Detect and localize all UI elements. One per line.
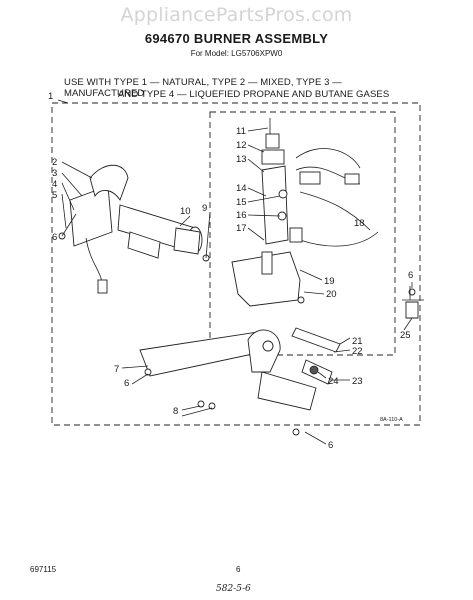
- callout-24: 24: [328, 376, 339, 387]
- subassembly-boundary: [209, 111, 396, 356]
- page-title: 694670 BURNER ASSEMBLY: [144, 31, 329, 46]
- gas-type-note-line-2: AND TYPE 4 — LIQUEFIED PROPANE AND BUTAN…: [118, 89, 390, 100]
- gas-type-note-line-1: USE WITH TYPE 1 — NATURAL, TYPE 2 — MIXE…: [64, 77, 342, 99]
- callout-16: 16: [236, 210, 247, 221]
- igniter-wire-part: [85, 237, 108, 294]
- callout-10: 10: [180, 206, 191, 217]
- callout-1: 1: [48, 91, 53, 102]
- callout-13: 13: [236, 154, 247, 165]
- mounting-bracket-part: [139, 329, 317, 411]
- callout-4: 4: [52, 179, 57, 190]
- callout-12: 12: [236, 140, 247, 151]
- callout-17: 17: [236, 223, 247, 234]
- callout-6-bottom: 6: [328, 440, 333, 451]
- callout-15: 15: [236, 197, 247, 208]
- callout-14: 14: [236, 183, 247, 194]
- callout-19: 19: [324, 276, 335, 287]
- callout-18: 18: [354, 218, 365, 229]
- model-number: For Model: LG5706XPW0: [190, 49, 283, 58]
- callout-3: 3: [52, 168, 57, 179]
- callout-23: 23: [352, 376, 363, 387]
- callout-6-left: 6: [52, 232, 57, 243]
- handwritten-note: 582-5-6: [216, 584, 251, 594]
- wire-harness-part: [289, 148, 379, 247]
- document-number: 697115: [30, 565, 57, 574]
- clip-part: [402, 286, 424, 319]
- callout-6-right: 6: [408, 270, 413, 281]
- callout-22: 22: [352, 346, 363, 357]
- callout-6-bracket: 6: [124, 378, 129, 389]
- screw-parts: [58, 232, 416, 436]
- callout-25: 25: [400, 330, 411, 341]
- callout-leaders: [57, 99, 413, 445]
- page-number: 6: [236, 565, 241, 574]
- orifice-tube-part: [291, 327, 341, 385]
- callout-9: 9: [202, 203, 207, 214]
- watermark: AppliancePartsPros.com: [120, 4, 353, 26]
- callout-20: 20: [326, 289, 337, 300]
- callout-21: 21: [352, 336, 363, 347]
- diagram-code: 8A-110-A: [380, 417, 403, 423]
- callout-2: 2: [52, 157, 57, 168]
- valve-body-part: [231, 118, 301, 307]
- assembly-boundary: [51, 102, 421, 426]
- callout-7: 7: [114, 364, 119, 375]
- callout-11: 11: [236, 126, 246, 137]
- callout-8: 8: [173, 406, 178, 417]
- burner-tube-part: [69, 164, 203, 259]
- callout-5: 5: [52, 190, 57, 201]
